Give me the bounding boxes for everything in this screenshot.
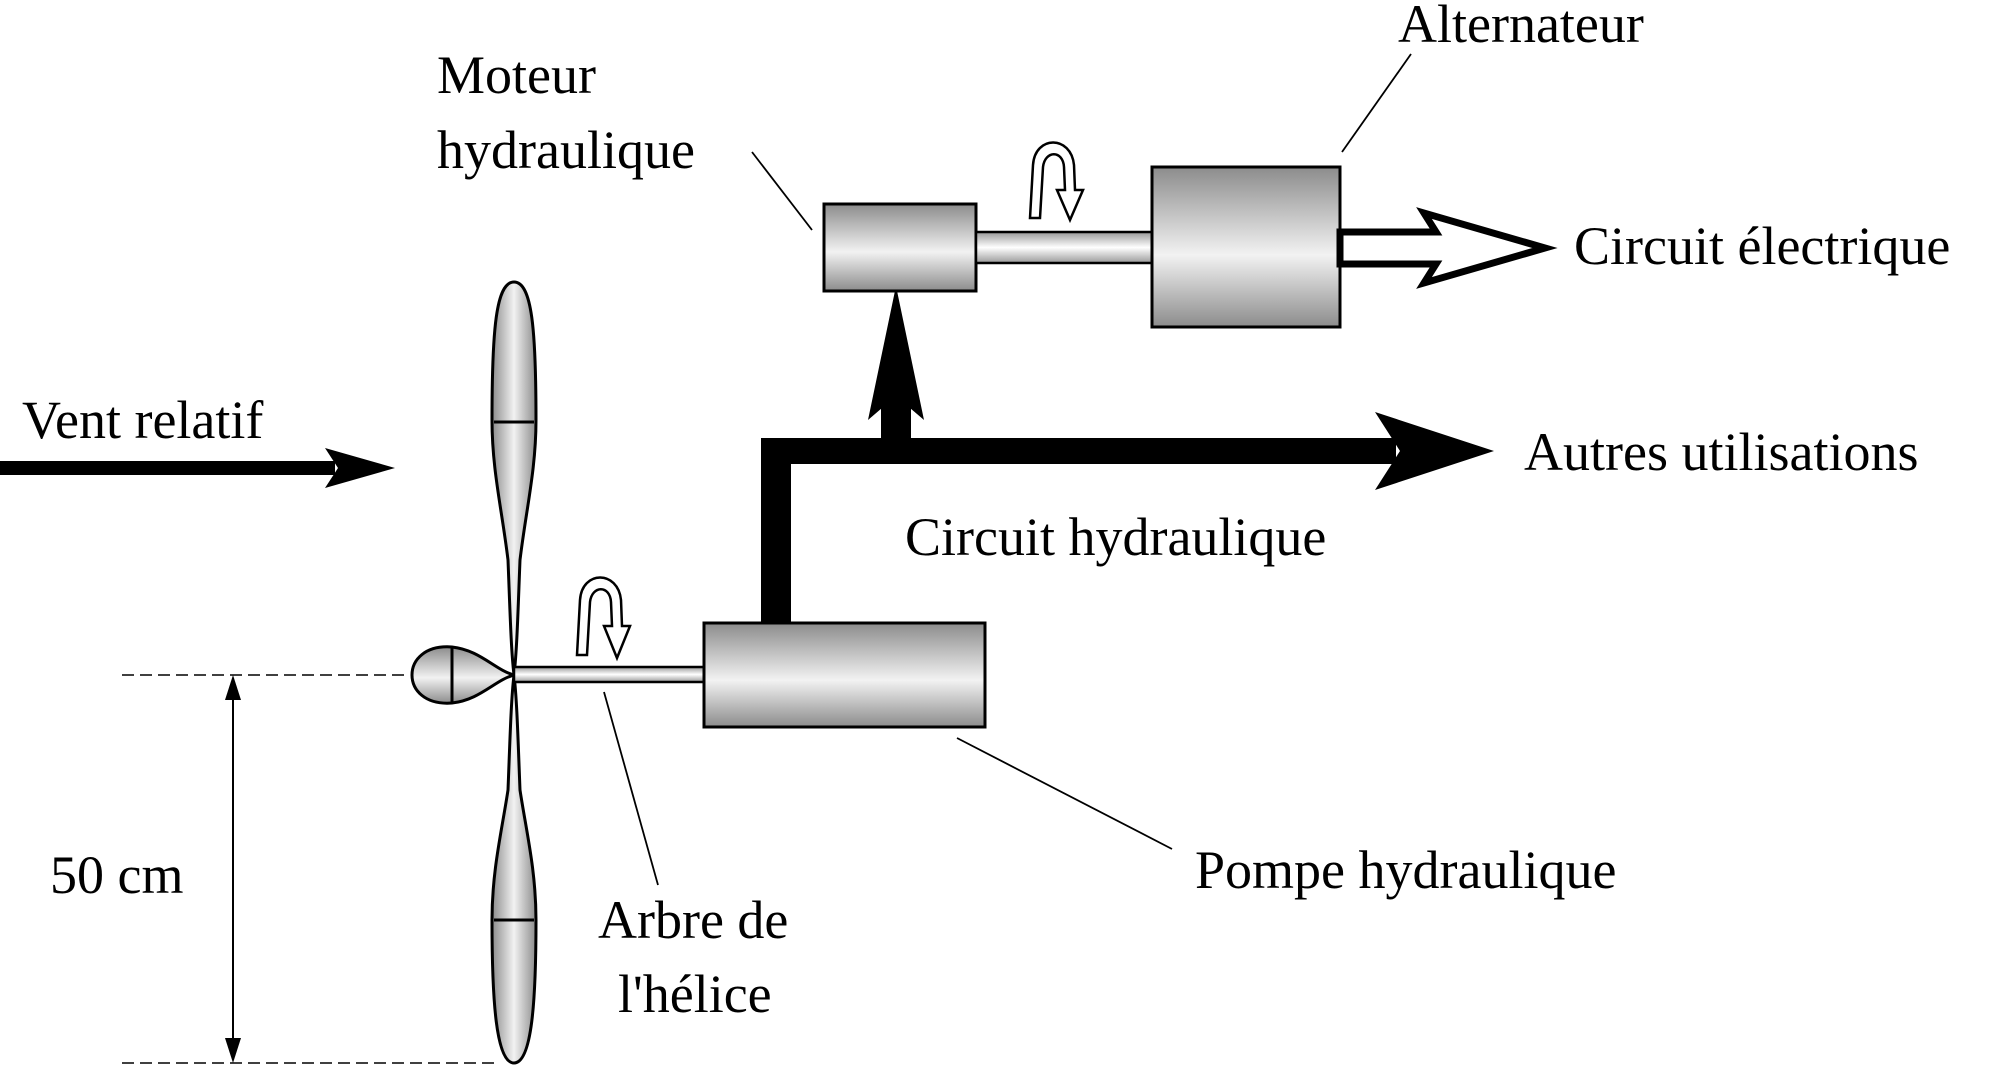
leader-moteur bbox=[751, 151, 813, 231]
label-vent-relatif: Vent relatif bbox=[22, 390, 263, 450]
label-circuit-hydraulique: Circuit hydraulique bbox=[905, 507, 1326, 567]
wind-arrow bbox=[0, 448, 395, 488]
hydraulic-motor bbox=[822, 202, 978, 293]
label-arbre-line1: Arbre de bbox=[598, 890, 788, 950]
label-arbre-line2: l'hélice bbox=[618, 964, 772, 1024]
leader-arbre bbox=[603, 691, 659, 886]
leader-lines bbox=[603, 53, 1412, 886]
leader-alternateur bbox=[1341, 53, 1412, 153]
rotation-arrow-motor bbox=[1028, 141, 1085, 224]
label-moteur-line1: Moteur bbox=[437, 45, 596, 105]
label-alternateur: Alternateur bbox=[1398, 0, 1644, 54]
propeller-blade-top bbox=[490, 280, 538, 676]
label-pompe-hydraulique: Pompe hydraulique bbox=[1195, 840, 1616, 900]
dimension-50cm bbox=[122, 674, 500, 1064]
label-autres-utilisations: Autres utilisations bbox=[1524, 422, 1918, 482]
hydraulic-pump bbox=[702, 621, 987, 729]
electric-circuit-arrow bbox=[1336, 207, 1558, 289]
leader-pompe bbox=[956, 737, 1173, 850]
rotation-arrow-propeller bbox=[575, 576, 632, 662]
hydraulic-circuit bbox=[761, 286, 1494, 623]
propeller bbox=[410, 280, 538, 1065]
motor-shaft bbox=[974, 230, 1154, 265]
propeller-blade-bottom bbox=[490, 674, 538, 1065]
alternator bbox=[1150, 165, 1342, 329]
label-dimension: 50 cm bbox=[50, 845, 183, 905]
label-circuit-electrique: Circuit électrique bbox=[1574, 216, 1950, 276]
propeller-hub bbox=[410, 645, 520, 705]
propeller-shaft bbox=[512, 665, 706, 684]
label-moteur-line2: hydraulique bbox=[437, 120, 695, 180]
